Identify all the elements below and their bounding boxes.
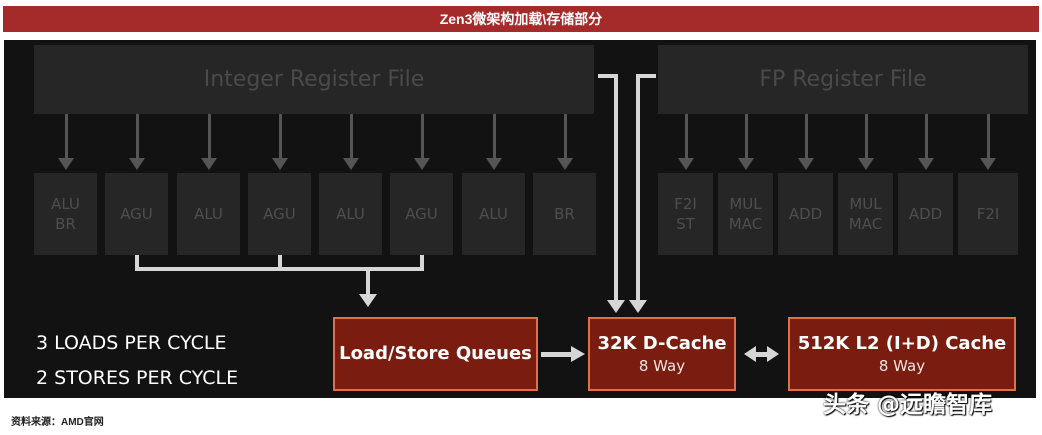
down-arrow-line-5 [421, 114, 424, 160]
int-unit-br: BR [533, 173, 596, 255]
dcache-l2-arrowhead-right [767, 346, 779, 362]
down-arrow-line-13 [987, 114, 990, 160]
down-arrowhead-3 [272, 158, 288, 170]
fp-reg-to-dcache-arrowhead [629, 300, 647, 313]
fp-reg-to-dcache-line-h [636, 74, 656, 78]
agu2-connector [278, 255, 282, 270]
down-arrowhead-5 [414, 158, 430, 170]
down-arrow-line-3 [279, 114, 282, 160]
fp-unit-f2i-st: F2I ST [658, 173, 713, 255]
down-arrow-line-9 [745, 114, 748, 160]
down-arrowhead-8 [678, 158, 694, 170]
down-arrowhead-9 [738, 158, 754, 170]
int-unit-agu-3: AGU [390, 173, 453, 255]
down-arrowhead-4 [343, 158, 359, 170]
down-arrowhead-1 [129, 158, 145, 170]
int-reg-to-dcache-line-h [598, 74, 618, 78]
dcache-box: 32K D-Cache 8 Way [588, 317, 736, 391]
agu-to-lsq-arrowhead [359, 294, 377, 307]
figure-title-banner: Zen3微架构加载\存储部分 [3, 6, 1039, 32]
lsq-to-dcache-arrowhead [571, 346, 585, 362]
down-arrowhead-12 [918, 158, 934, 170]
int-unit-alu-3: ALU [319, 173, 382, 255]
agu1-connector [135, 255, 139, 270]
agu-to-lsq-line [366, 270, 370, 296]
dcache-label: 32K D-Cache [597, 333, 727, 354]
loads-per-cycle-text: 3 LOADS PER CYCLE [36, 332, 227, 354]
int-reg-to-dcache-line-v [614, 74, 618, 302]
fp-unit-add-1: ADD [778, 173, 833, 255]
fp-unit-mul-mac-2: MUL MAC [838, 173, 893, 255]
fp-register-file: FP Register File [658, 45, 1028, 114]
fp-unit-add-2: ADD [898, 173, 953, 255]
down-arrowhead-7 [557, 158, 573, 170]
agu-bus-line [135, 267, 424, 271]
down-arrow-line-2 [208, 114, 211, 160]
down-arrow-line-11 [865, 114, 868, 160]
lsq-to-dcache-line [541, 352, 573, 357]
down-arrow-line-1 [136, 114, 139, 160]
l2-cache-box: 512K L2 (I+D) Cache 8 Way [788, 317, 1016, 391]
down-arrow-line-7 [564, 114, 567, 160]
down-arrow-line-8 [685, 114, 688, 160]
dcache-ways: 8 Way [638, 357, 686, 375]
l2-cache-ways: 8 Way [878, 357, 926, 375]
down-arrowhead-2 [201, 158, 217, 170]
source-note: 资料来源：AMD官网 [11, 417, 104, 428]
dcache-l2-arrowhead-left [744, 346, 756, 362]
down-arrowhead-10 [798, 158, 814, 170]
stores-per-cycle-text: 2 STORES PER CYCLE [36, 367, 239, 389]
dcache-l2-line [755, 352, 767, 357]
down-arrow-line-10 [805, 114, 808, 160]
l2-cache-label: 512K L2 (I+D) Cache [797, 333, 1007, 354]
int-unit-alu-2: ALU [177, 173, 240, 255]
down-arrowhead-0 [58, 158, 74, 170]
agu3-connector [420, 255, 424, 270]
down-arrowhead-13 [980, 158, 996, 170]
down-arrow-line-4 [350, 114, 353, 160]
down-arrow-line-12 [925, 114, 928, 160]
load-store-queues-label: Load/Store Queues [339, 343, 532, 364]
int-unit-alu-br: ALU BR [34, 173, 97, 255]
down-arrow-line-0 [65, 114, 68, 160]
int-unit-agu-1: AGU [105, 173, 168, 255]
down-arrowhead-6 [486, 158, 502, 170]
integer-register-file: Integer Register File [34, 45, 594, 114]
down-arrow-line-6 [493, 114, 496, 160]
down-arrowhead-11 [858, 158, 874, 170]
load-store-queues-box: Load/Store Queues [333, 317, 538, 391]
fp-unit-mul-mac-1: MUL MAC [718, 173, 773, 255]
fp-reg-to-dcache-line-v [636, 74, 640, 302]
fp-unit-f2i: F2I [958, 173, 1018, 255]
int-unit-agu-2: AGU [248, 173, 311, 255]
watermark-text: 头条 @远瞻智库 [823, 392, 993, 418]
int-unit-alu-4: ALU [462, 173, 525, 255]
int-reg-to-dcache-arrowhead [607, 300, 625, 313]
